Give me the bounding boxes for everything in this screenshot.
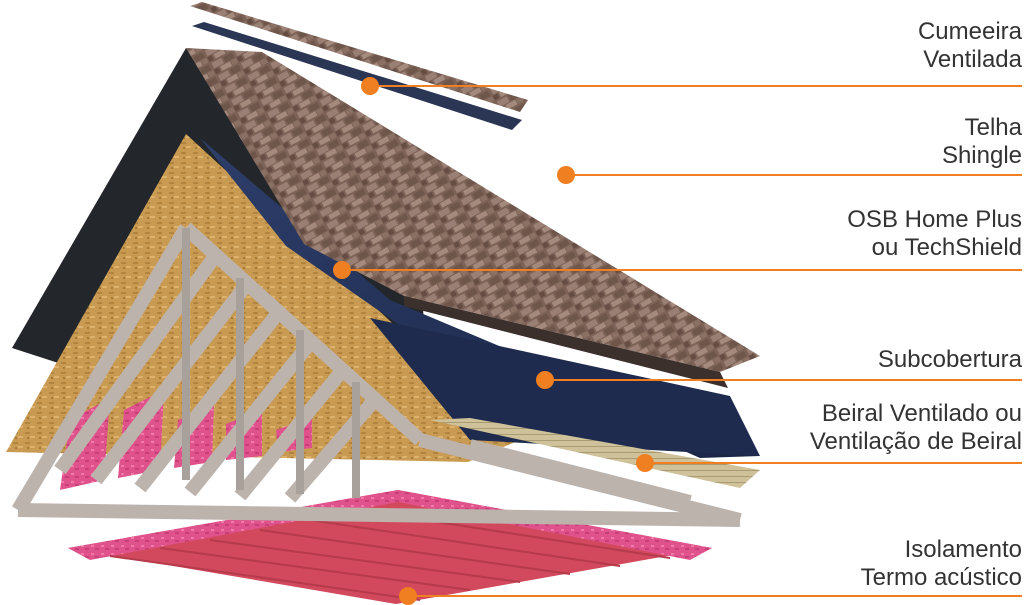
marker-dot-shingle: [557, 166, 575, 184]
marker-dot-osb: [333, 261, 351, 279]
label-ridge-vent-line: Ventilada: [923, 46, 1022, 73]
label-insulation-line: Termo acústico: [860, 564, 1022, 591]
marker-dot-underlayment: [536, 371, 554, 389]
marker-dot-insulation: [399, 587, 417, 605]
label-shingle-line: Telha: [964, 114, 1022, 141]
label-insulation-line: Isolamento: [904, 536, 1022, 563]
ridge-vent-strip: [192, 22, 522, 130]
leader-lines: [333, 77, 1022, 605]
label-osb-line: ou TechShield: [871, 234, 1022, 261]
truss-uprights: [182, 228, 360, 498]
insulation-top: [68, 490, 712, 560]
eave-vent-layer: [430, 418, 760, 488]
marker-dot-ridge-vent: [361, 77, 379, 95]
truss-frame: [11, 222, 742, 527]
label-eave-vent-line: Beiral Ventilado ou: [821, 400, 1022, 427]
marker-dot-eave-vent: [636, 454, 654, 472]
shingle-edge: [404, 296, 728, 388]
label-shingle-line: Shingle: [941, 142, 1022, 169]
label-eave-vent-line: Ventilação de Beiral: [809, 428, 1022, 455]
label-osb-line: OSB Home Plus: [847, 206, 1022, 233]
shingle-layer: [186, 48, 760, 372]
ridge-vent-cap: [190, 2, 528, 112]
label-underlayment: Subcobertura: [878, 346, 1022, 374]
label-ridge-vent-line: Cumeeira: [917, 18, 1022, 45]
label-underlayment-line: Subcobertura: [877, 346, 1022, 373]
